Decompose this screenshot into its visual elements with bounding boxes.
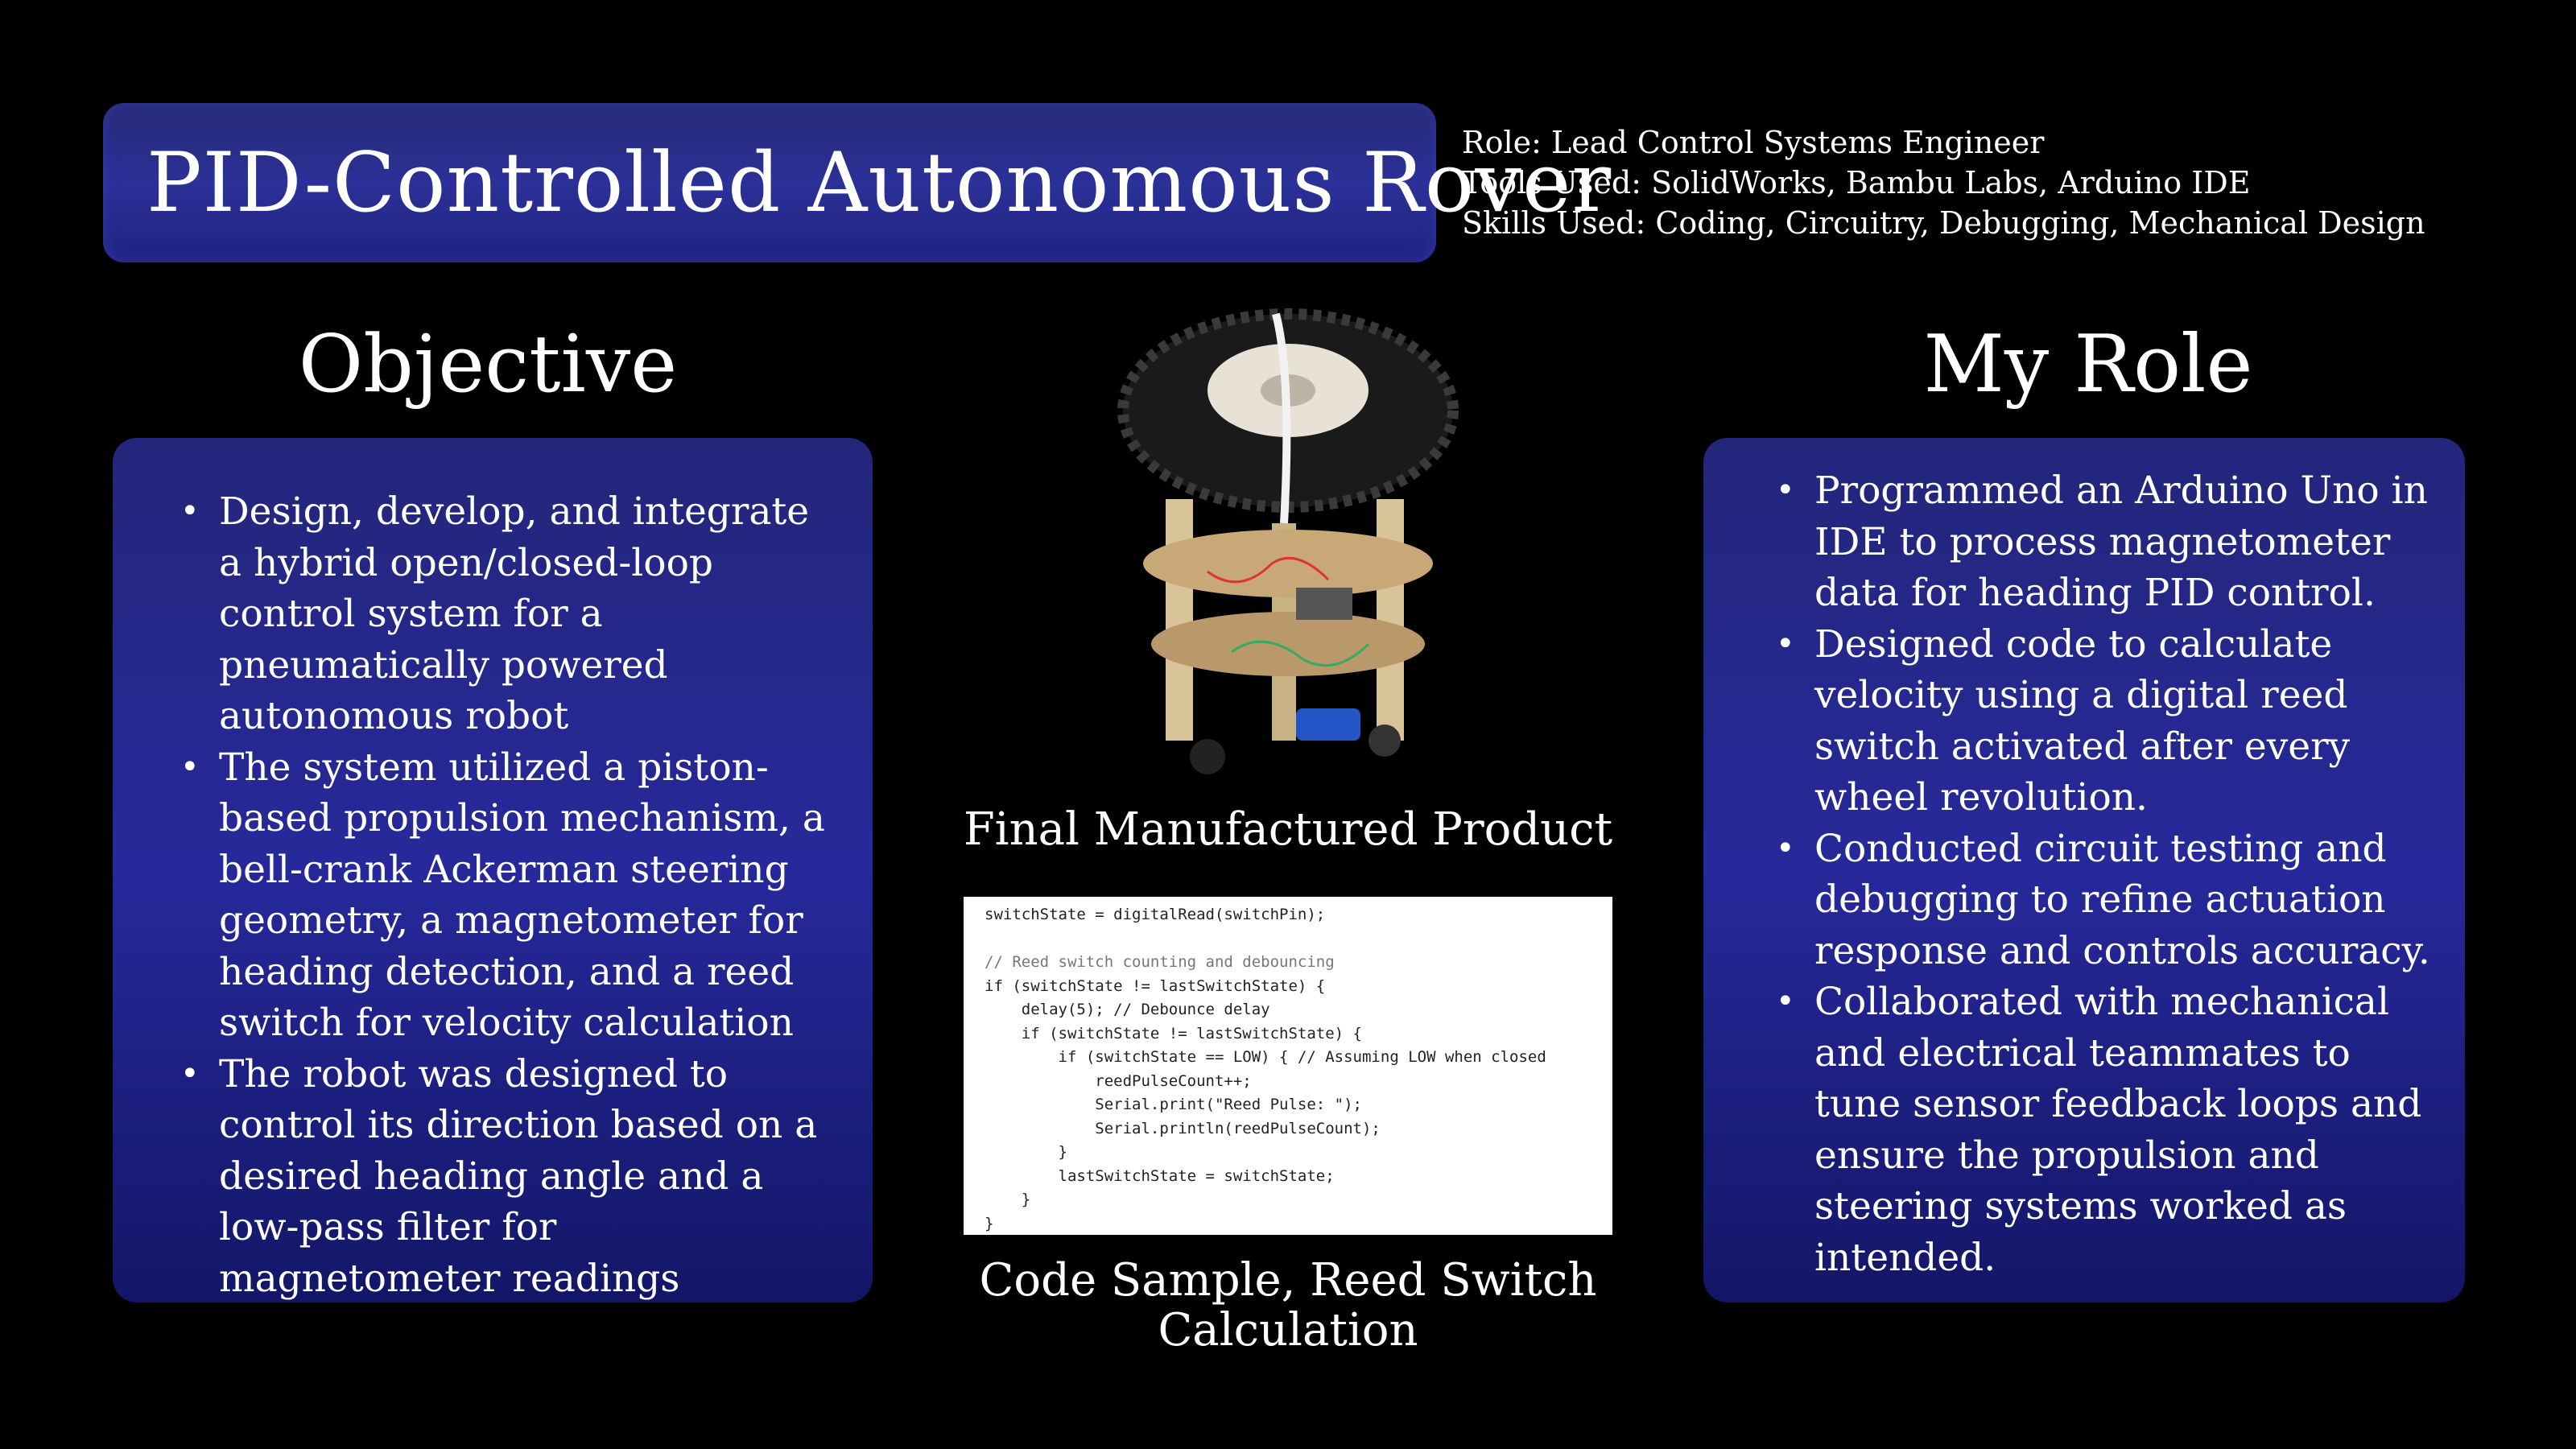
product-caption: Final Manufactured Product bbox=[963, 803, 1613, 856]
role-item: Programmed an Arduino Uno in IDE to proc… bbox=[1776, 465, 2433, 619]
code-line: if (switchState == LOW) { // Assuming LO… bbox=[985, 1048, 1546, 1066]
code-line: } bbox=[985, 1191, 1031, 1208]
code-line: Serial.print("Reed Pulse: "); bbox=[985, 1096, 1362, 1113]
code-line: } bbox=[985, 1143, 1067, 1161]
rover-post-left bbox=[1166, 499, 1193, 741]
rover-tube bbox=[1272, 312, 1291, 524]
rover-wheel-small bbox=[1368, 724, 1401, 757]
code-caption: Code Sample, Reed Switch Calculation bbox=[979, 1254, 1597, 1356]
code-line: reedPulseCount++; bbox=[985, 1071, 1252, 1090]
objective-item: The system utilized a piston-based propu… bbox=[180, 742, 840, 1049]
code-line: switchState = digitalRead(switchPin); bbox=[985, 906, 1326, 923]
my-role-panel: Programmed an Arduino Uno in IDE to proc… bbox=[1703, 438, 2465, 1302]
objective-list: Design, develop, and integrate a hybrid … bbox=[180, 486, 840, 1305]
my-role-heading: My Role bbox=[1923, 319, 2253, 411]
tools-line: Tools Used: SolidWorks, Bambu Labs, Ardu… bbox=[1462, 165, 2251, 200]
role-item: Collaborated with mechanical and electri… bbox=[1776, 976, 2433, 1283]
rover-wire bbox=[1207, 556, 1330, 584]
project-meta: Role: Lead Control Systems Engineer Tool… bbox=[1462, 122, 2425, 243]
role-item: Designed code to calculate velocity usin… bbox=[1776, 619, 2433, 824]
skills-line: Skills Used: Coding, Circuitry, Debuggin… bbox=[1462, 205, 2425, 241]
objective-heading: Objective bbox=[298, 319, 678, 411]
role-item: Conducted circuit testing and debugging … bbox=[1776, 824, 2433, 977]
objective-item: The robot was designed to control its di… bbox=[180, 1049, 840, 1305]
rover-electronics bbox=[1296, 588, 1352, 620]
code-line: lastSwitchState = switchState; bbox=[985, 1166, 1335, 1185]
rover-motor bbox=[1296, 708, 1360, 741]
code-line: delay(5); // Debounce delay bbox=[985, 1001, 1270, 1018]
page-title: PID-Controlled Autonomous Rover bbox=[147, 134, 1612, 231]
rover-deck-lower bbox=[1151, 612, 1425, 676]
code-sample: switchState = digitalRead(switchPin); //… bbox=[964, 897, 1612, 1235]
role-line: Role: Lead Control Systems Engineer bbox=[1462, 125, 2045, 160]
rover-photo bbox=[1117, 308, 1459, 774]
title-banner: PID-Controlled Autonomous Rover bbox=[103, 103, 1611, 262]
code-line: } bbox=[985, 1214, 994, 1232]
objective-panel: Design, develop, and integrate a hybrid … bbox=[113, 438, 873, 1302]
rover-deck-upper bbox=[1143, 530, 1433, 597]
objective-item: Design, develop, and integrate a hybrid … bbox=[180, 486, 840, 742]
code-line: Serial.println(reedPulseCount); bbox=[985, 1119, 1381, 1137]
code-line bbox=[985, 927, 1612, 952]
rover-wire bbox=[1231, 640, 1370, 667]
code-line: if (switchState != lastSwitchState) { bbox=[985, 1024, 1362, 1042]
my-role-list: Programmed an Arduino Uno in IDE to proc… bbox=[1776, 465, 2433, 1283]
rover-post-right bbox=[1377, 499, 1404, 741]
code-line: if (switchState != lastSwitchState) { bbox=[985, 976, 1326, 995]
rover-wheel-small bbox=[1190, 739, 1225, 774]
code-line: // Reed switch counting and debouncing bbox=[985, 953, 1335, 971]
